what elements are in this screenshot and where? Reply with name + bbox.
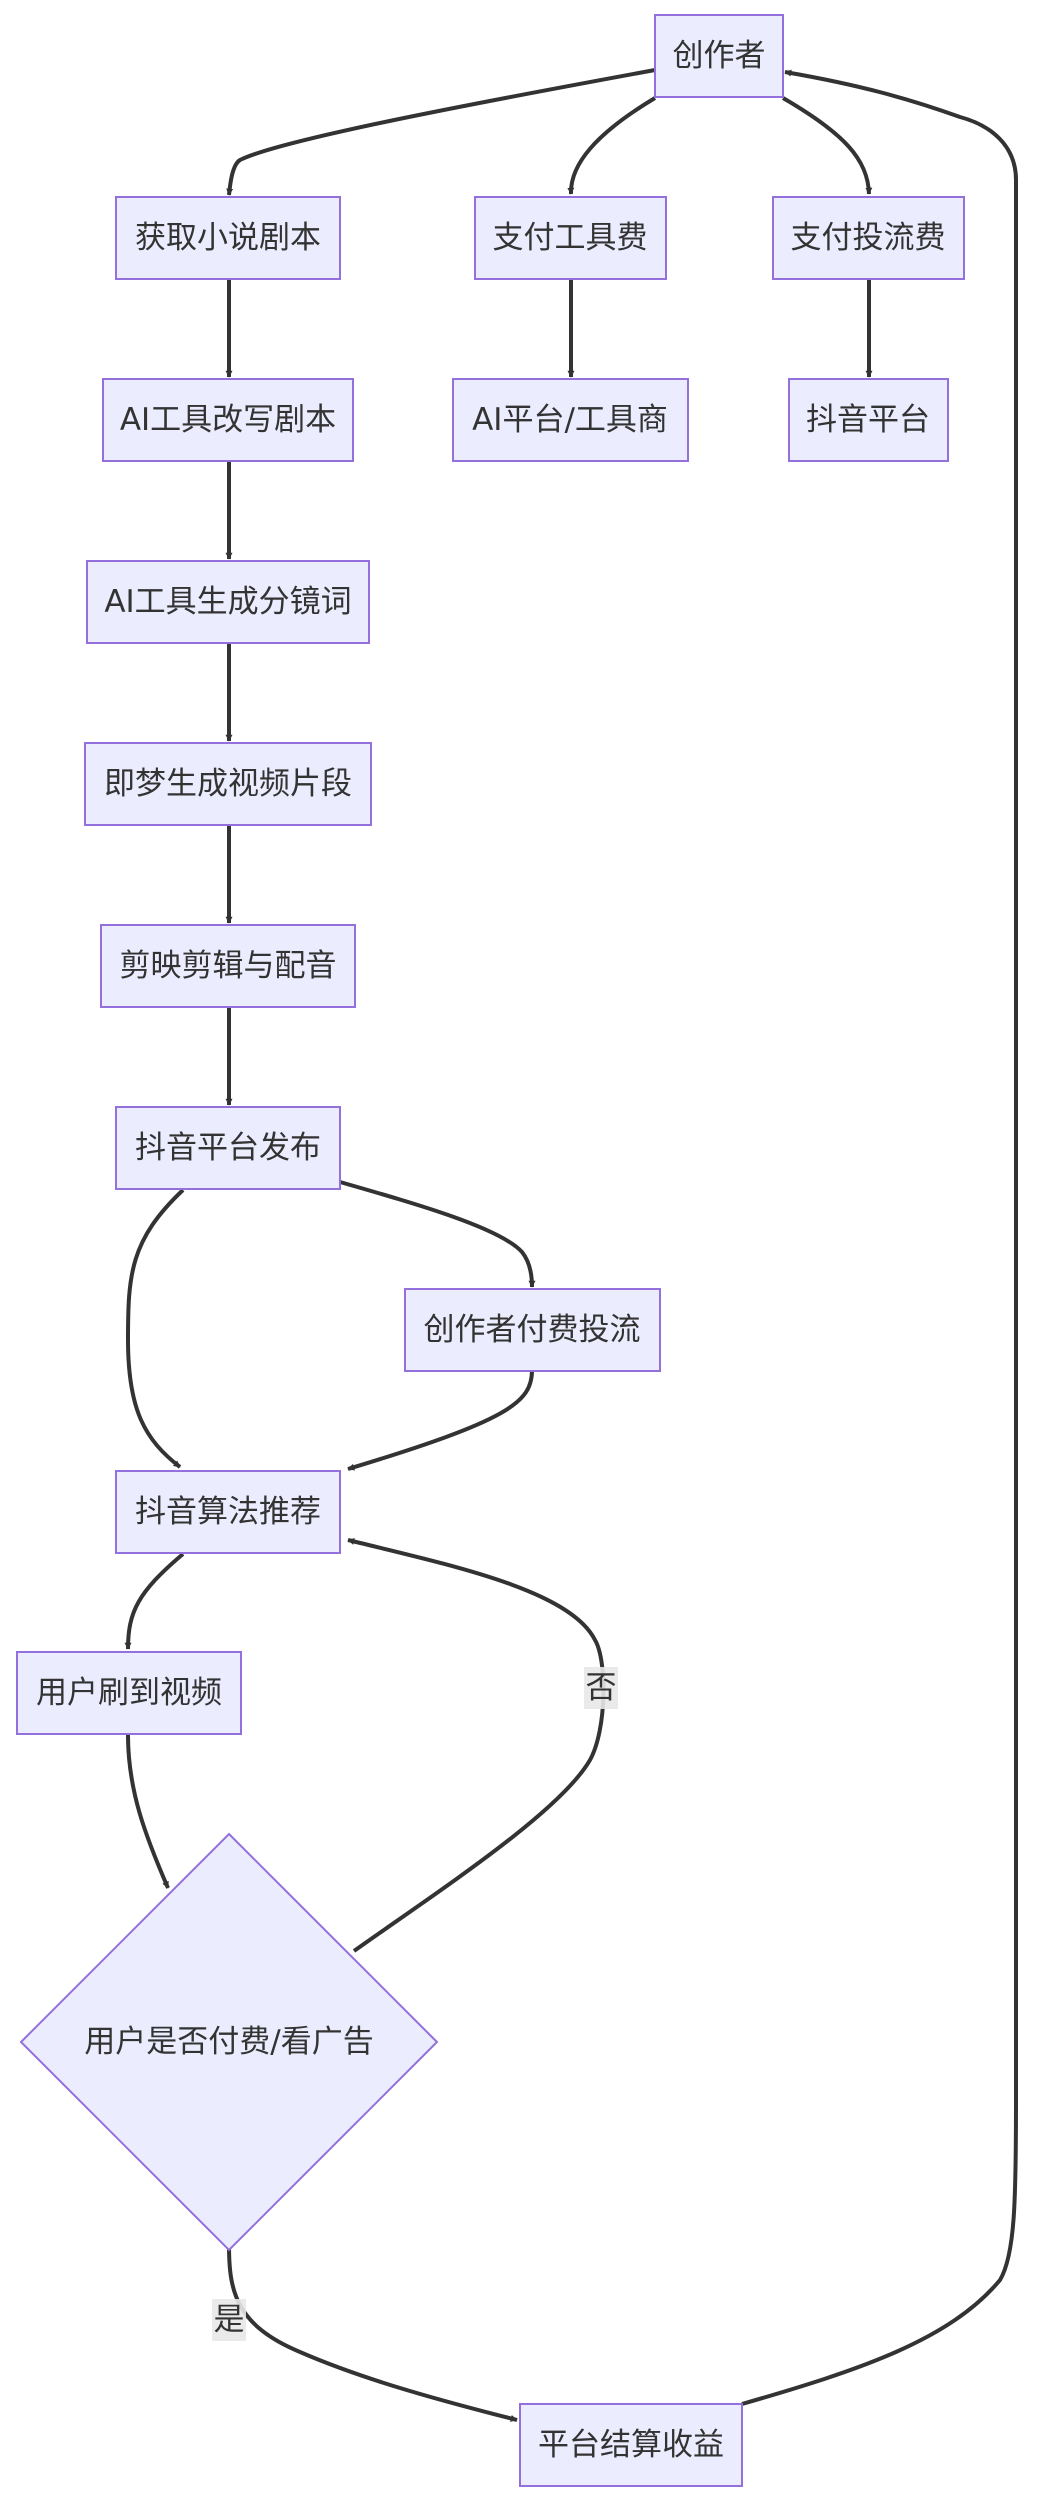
edge-decision-yes-to-settlement: [227, 2244, 518, 2422]
svg-text:抖音平台发布: 抖音平台发布: [135, 1130, 321, 1166]
svg-text:即梦生成视频片段: 即梦生成视频片段: [104, 766, 352, 802]
edge-label-yes: 是: [212, 2299, 246, 2341]
svg-text:AI工具生成分镜词: AI工具生成分镜词: [104, 584, 351, 620]
edge-creator-to-get-script: [226, 68, 656, 196]
node-douyin-platform: 抖音平台: [788, 378, 949, 462]
edge-publish-to-algo: [125, 1188, 185, 1469]
svg-text:用户刷到视频: 用户刷到视频: [36, 1675, 222, 1711]
edge-paid-promo-to-algo: [347, 1369, 534, 1471]
node-jianying-edit: 剪映剪辑与配音: [100, 924, 356, 1008]
svg-text:AI平台/工具商: AI平台/工具商: [472, 402, 668, 438]
svg-text:获取小说剧本: 获取小说剧本: [135, 220, 321, 256]
svg-text:抖音算法推荐: 抖音算法推荐: [135, 1494, 321, 1530]
svg-text:剪映剪辑与配音: 剪映剪辑与配音: [120, 948, 337, 984]
edge-creator-to-pay-promo: [781, 96, 873, 195]
node-pay-tool: 支付工具费: [474, 196, 667, 280]
node-creator-paid-promo: 创作者付费投流: [404, 1288, 661, 1372]
edge-decision-no-to-algo: [347, 1538, 606, 1953]
svg-text:用户是否付费/看广告: 用户是否付费/看广告: [84, 2024, 373, 2060]
node-pay-promo: 支付投流费: [772, 196, 965, 280]
node-user-sees: 用户刷到视频: [16, 1651, 242, 1735]
svg-text:否: 否: [586, 1670, 617, 1706]
edge-label-no: 否: [584, 1667, 618, 1709]
node-douyin-publish: 抖音平台发布: [115, 1106, 341, 1190]
edge-creator-to-pay-tool: [567, 96, 657, 195]
svg-text:支付工具费: 支付工具费: [493, 220, 648, 256]
svg-text:抖音平台: 抖音平台: [806, 402, 930, 438]
edge-settlement-to-creator: [741, 69, 1018, 2406]
node-decision: 用户是否付费/看广告: [19, 1832, 439, 2252]
svg-text:创作者付费投流: 创作者付费投流: [424, 1312, 641, 1348]
svg-text:支付投流费: 支付投流费: [791, 220, 946, 256]
edge-user-sees-to-decision: [126, 1734, 170, 1889]
node-jimeng-video: 即梦生成视频片段: [84, 742, 372, 826]
svg-text:平台结算收益: 平台结算收益: [538, 2427, 724, 2463]
edge-publish-to-paid-promo: [339, 1180, 536, 1288]
node-get-script: 获取小说剧本: [115, 196, 341, 280]
node-ai-rewrite: AI工具改写剧本: [102, 378, 354, 462]
node-douyin-algo: 抖音算法推荐: [115, 1470, 341, 1554]
node-ai-platform: AI平台/工具商: [452, 378, 689, 462]
node-ai-storyboard: AI工具生成分镜词: [86, 560, 370, 644]
svg-text:是: 是: [214, 2302, 245, 2338]
node-creator: 创作者: [654, 14, 784, 98]
edge-algo-to-user-sees: [124, 1552, 185, 1650]
node-settlement: 平台结算收益: [519, 2403, 743, 2487]
svg-text:AI工具改写剧本: AI工具改写剧本: [120, 402, 336, 438]
svg-text:创作者: 创作者: [673, 38, 766, 74]
